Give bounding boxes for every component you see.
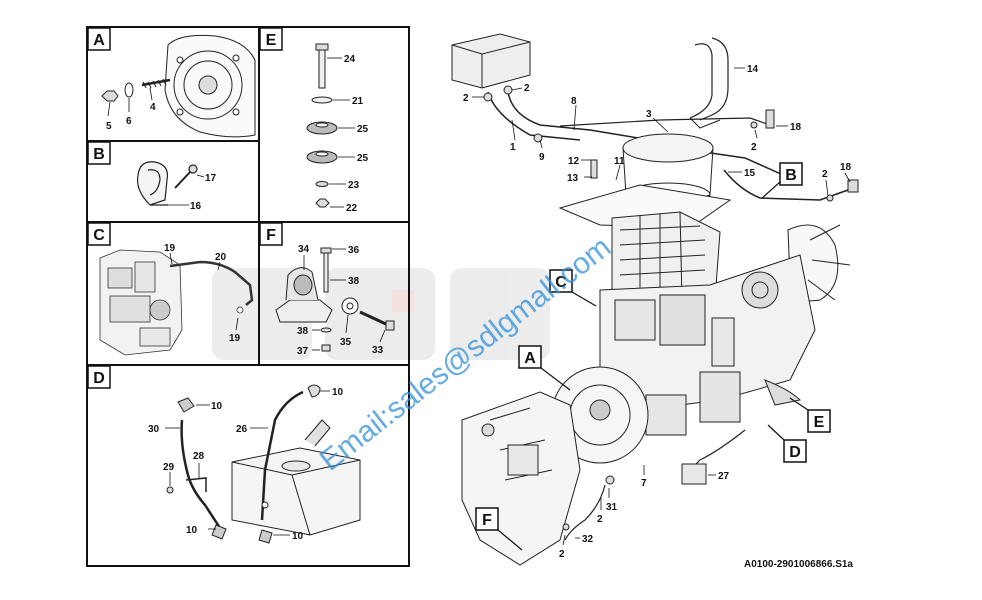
svg-text:D: D: [789, 444, 801, 461]
svg-text:C: C: [555, 274, 567, 291]
callout-f-33: 33: [372, 345, 384, 356]
panel-frames: [86, 26, 410, 567]
svg-text:D: D: [93, 370, 105, 387]
svg-text:B: B: [785, 167, 797, 184]
panel-e-drawing: [306, 43, 338, 208]
view-marker-e: E: [789, 397, 831, 433]
callout-e-25b: 25: [357, 153, 369, 164]
callout-f-35: 35: [340, 337, 352, 348]
svg-text:F: F: [266, 227, 276, 244]
callout-main-18: 18: [790, 122, 802, 133]
callout-e-24: 24: [344, 54, 356, 65]
panel-label-e: E: [259, 27, 283, 51]
callout-d-10: 10: [211, 401, 223, 412]
callout-d-10b: 10: [186, 525, 198, 536]
callout-main-14: 14: [747, 64, 759, 75]
callout-f-34: 34: [298, 244, 310, 255]
main-engine-drawing: [451, 33, 859, 566]
svg-text:E: E: [266, 32, 277, 49]
callout-main-11: 11: [614, 156, 625, 167]
svg-text:F: F: [482, 512, 492, 529]
callout-main-13: 13: [567, 173, 579, 184]
callout-main-9: 9: [539, 152, 545, 163]
panel-d-leaders: [165, 390, 330, 536]
callout-f-38b: 38: [297, 326, 309, 337]
callout-d-29: 29: [163, 462, 175, 473]
view-marker-c: C: [549, 269, 597, 307]
callout-main-12: 12: [568, 156, 580, 167]
callout-main-3: 3: [646, 109, 652, 120]
callout-c-19b: 19: [229, 333, 241, 344]
callout-d-30: 30: [148, 424, 160, 435]
panel-b-leaders: [166, 174, 205, 206]
callout-main-15: 15: [744, 168, 756, 179]
svg-text:C: C: [93, 227, 105, 244]
diagram-code: A0100-2901006866.S1a: [744, 559, 853, 570]
callout-b-16: 16: [190, 201, 202, 212]
panel-label-a: A: [87, 27, 111, 51]
callout-e-25: 25: [357, 124, 369, 135]
panel-label-c: C: [87, 222, 111, 246]
callout-main-2f: 2: [559, 549, 565, 560]
callout-main-18b: 18: [840, 162, 852, 173]
panel-d-drawing: [166, 384, 361, 544]
svg-text:A: A: [93, 32, 105, 49]
callout-main-2d: 2: [822, 169, 828, 180]
panel-a-leaders: [107, 87, 153, 117]
callout-main-2e: 2: [597, 514, 603, 525]
main-leaders: [472, 67, 851, 546]
callout-e-22: 22: [346, 203, 358, 214]
callout-d-26: 26: [236, 424, 248, 435]
callout-f-38: 38: [348, 276, 360, 287]
callout-main-2b: 2: [524, 83, 530, 94]
panel-label-f: F: [259, 222, 283, 246]
svg-text:B: B: [93, 146, 105, 163]
callout-d-28: 28: [193, 451, 205, 462]
callout-a-5: 5: [106, 121, 112, 132]
callout-b-17: 17: [205, 173, 217, 184]
callout-main-32: 32: [582, 534, 594, 545]
callout-d-10d: 10: [292, 531, 304, 542]
panel-c-drawing: [99, 249, 254, 356]
callout-a-4: 4: [150, 102, 156, 113]
callout-main-31: 31: [606, 502, 618, 513]
panel-label-b: B: [87, 141, 111, 165]
callout-main-2a: 2: [463, 93, 469, 104]
callout-main-2c: 2: [751, 142, 757, 153]
panel-b-drawing: [136, 161, 198, 206]
svg-text:A: A: [524, 350, 536, 367]
callout-main-27: 27: [718, 471, 730, 482]
callout-a-6: 6: [126, 116, 132, 127]
view-marker-d: D: [767, 424, 807, 463]
callout-e-23: 23: [348, 180, 360, 191]
view-marker-b: B: [761, 162, 803, 199]
callout-main-7: 7: [641, 478, 647, 489]
callout-c-20: 20: [215, 252, 227, 263]
callout-main-8: 8: [571, 96, 577, 107]
callout-f-36: 36: [348, 245, 360, 256]
callout-main-1: 1: [510, 142, 516, 153]
view-marker-a: A: [518, 345, 571, 391]
callout-f-37: 37: [297, 346, 309, 357]
panel-f-drawing: [275, 247, 395, 352]
panel-c-leaders: [169, 252, 239, 331]
panel-label-d: D: [87, 365, 111, 389]
panel-f-leaders: [303, 248, 386, 351]
callout-c-19: 19: [164, 243, 176, 254]
callout-d-10c: 10: [332, 387, 344, 398]
panel-e-leaders: [327, 57, 355, 208]
svg-text:E: E: [814, 414, 825, 431]
callout-e-21: 21: [352, 96, 364, 107]
view-marker-f: F: [475, 507, 523, 551]
panel-a-drawing: [101, 34, 256, 138]
